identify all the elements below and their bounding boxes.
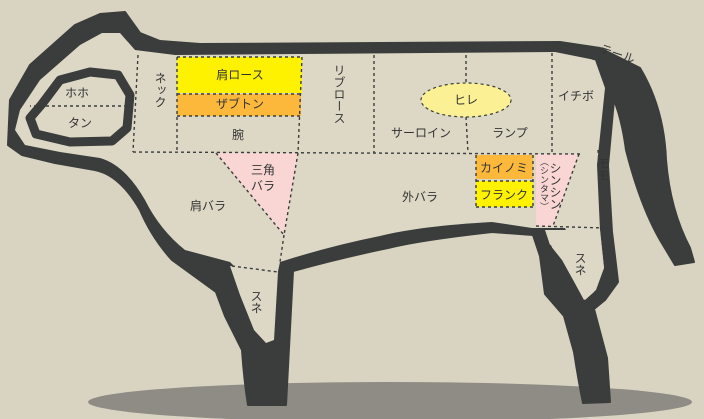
rump-label: ランプ: [492, 126, 528, 140]
hire-label: ヒレ: [454, 93, 478, 107]
shinshin-label: シンシン: [548, 162, 562, 210]
tan-label: タン: [68, 116, 92, 130]
momo-label: モモ: [596, 157, 610, 181]
kainomi-label: カイノミ: [480, 161, 528, 175]
sune-front-label: スネ: [249, 290, 263, 314]
sirloin-label: サーロイン: [391, 126, 451, 140]
zabuton-label: ザブトン: [216, 96, 264, 111]
hoho-label: ホホ: [65, 86, 89, 100]
ichibo-label: イチボ: [558, 89, 594, 103]
kata-bara-label: 肩バラ: [190, 198, 226, 213]
neck-label: ネック: [153, 72, 167, 108]
kata-rosu-label: 肩ロース: [216, 67, 263, 82]
ude-label: 腕: [232, 127, 244, 142]
sune-rear-label: スネ: [573, 252, 587, 276]
sankaku-bara-label-2: バラ: [251, 179, 275, 193]
shintama-note-label: （シンタマ）: [538, 157, 549, 211]
sankaku-bara-label-1: 三角: [251, 163, 275, 177]
ribu-rosu-label: リブロース: [332, 64, 346, 124]
flank-label: フランク: [480, 188, 528, 202]
soto-bara-label: 外バラ: [402, 190, 438, 204]
